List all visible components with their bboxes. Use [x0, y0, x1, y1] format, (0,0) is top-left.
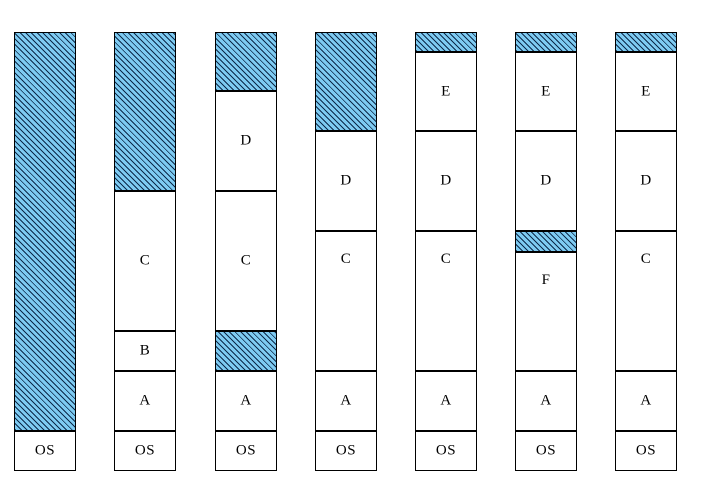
process-c: C	[415, 231, 477, 371]
free-hole	[315, 32, 377, 131]
segment-label: C	[340, 251, 352, 267]
process-d: D	[315, 131, 377, 231]
operating-system: OS	[215, 431, 277, 471]
process-a: A	[415, 371, 477, 431]
segment-label: E	[641, 83, 651, 99]
operating-system: OS	[114, 431, 176, 471]
process-d: D	[215, 91, 277, 191]
free-hole	[515, 32, 577, 52]
free-hole	[215, 32, 277, 91]
operating-system: OS	[14, 431, 76, 471]
segment-label: C	[139, 252, 151, 269]
segment-label: B	[139, 342, 151, 359]
segment-label: D	[340, 172, 352, 189]
process-e: E	[415, 52, 477, 131]
snapshot-6: E D F A OS	[515, 32, 577, 471]
free-hole	[615, 32, 677, 52]
segment-label: A	[540, 392, 552, 409]
snapshot-7: E D C A OS	[615, 32, 677, 471]
process-f: F	[515, 252, 577, 371]
process-a: A	[215, 371, 277, 431]
free-hole	[415, 32, 477, 52]
process-d: D	[415, 131, 477, 231]
segment-label: A	[640, 392, 652, 409]
segment-label: OS	[635, 442, 657, 459]
segment-label: C	[640, 251, 652, 267]
segment-label: OS	[34, 442, 56, 459]
segment-label: E	[541, 83, 551, 99]
process-a: A	[315, 371, 377, 431]
segment-label: C	[240, 252, 252, 269]
segment-label: A	[440, 392, 452, 409]
process-a: A	[615, 371, 677, 431]
segment-label: F	[541, 272, 551, 288]
snapshot-5: E D C A OS	[415, 32, 477, 471]
process-c: C	[615, 231, 677, 371]
segment-label: C	[440, 251, 452, 267]
segment-label: OS	[235, 442, 257, 459]
segment-label: D	[540, 172, 552, 189]
process-a: A	[114, 371, 176, 431]
segment-label: OS	[535, 442, 557, 459]
process-b: B	[114, 331, 176, 371]
operating-system: OS	[415, 431, 477, 471]
segment-label: A	[340, 392, 352, 409]
process-e: E	[515, 52, 577, 131]
free-hole	[515, 231, 577, 252]
process-c: C	[315, 231, 377, 371]
process-c: C	[215, 191, 277, 331]
segment-label: E	[441, 83, 451, 99]
operating-system: OS	[515, 431, 577, 471]
operating-system: OS	[315, 431, 377, 471]
free-hole	[114, 32, 176, 191]
segment-label: OS	[435, 442, 457, 459]
snapshot-1: OS	[14, 32, 76, 471]
segment-label: OS	[134, 442, 156, 459]
process-e: E	[615, 52, 677, 131]
segment-label: A	[139, 392, 151, 409]
process-d: D	[515, 131, 577, 231]
snapshot-4: D C A OS	[315, 32, 377, 471]
process-d: D	[615, 131, 677, 231]
segment-label: D	[240, 132, 252, 149]
operating-system: OS	[615, 431, 677, 471]
free-hole	[215, 331, 277, 371]
process-c: C	[114, 191, 176, 331]
segment-label: OS	[335, 442, 357, 459]
free-hole	[14, 32, 76, 431]
segment-label: D	[640, 172, 652, 189]
snapshot-2: C B A OS	[114, 32, 176, 471]
segment-label: D	[440, 172, 452, 189]
segment-label: A	[240, 392, 252, 409]
process-a: A	[515, 371, 577, 431]
snapshot-3: D C A OS	[215, 32, 277, 471]
